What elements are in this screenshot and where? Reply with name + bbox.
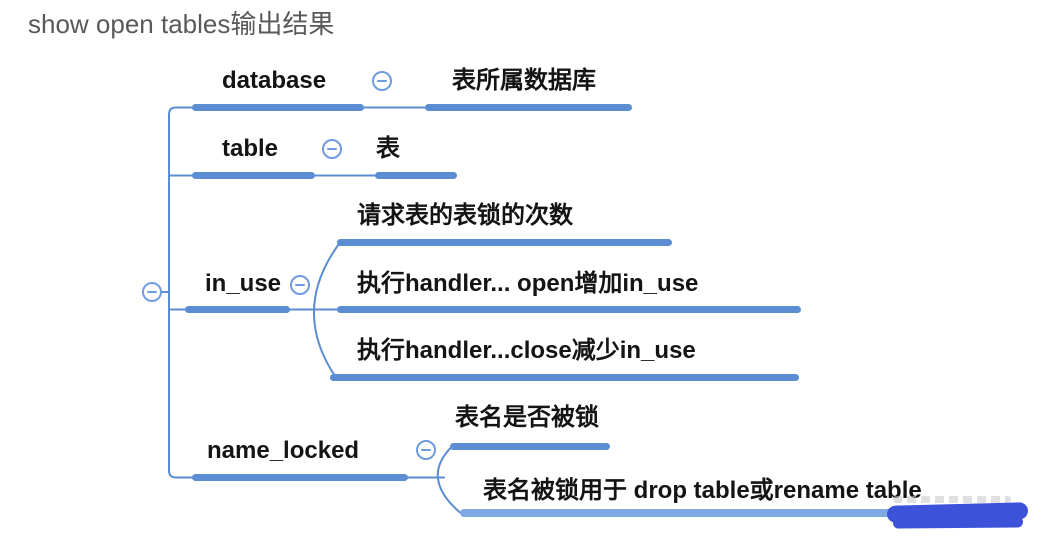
branch-line-database-child — [425, 104, 632, 111]
collapse-button-root[interactable] — [142, 282, 162, 302]
branch-line-database — [192, 104, 364, 111]
branch-line-name-locked-child-2 — [460, 509, 900, 517]
branch-line-in-use — [185, 306, 290, 313]
topic-in-use-child-3[interactable]: 执行handler...close减少in_use — [357, 337, 696, 364]
branch-line-in-use-child-3 — [330, 374, 799, 381]
branch-line-name-locked-child-1 — [450, 443, 610, 450]
topic-name-locked[interactable]: name_locked — [207, 437, 360, 464]
collapse-button-table[interactable] — [322, 139, 342, 159]
topic-database-child[interactable]: 表所属数据库 — [452, 67, 596, 94]
topic-in-use-child-2[interactable]: 执行handler... open增加in_use — [357, 270, 699, 297]
collapse-button-in-use[interactable] — [290, 275, 310, 295]
topic-table-child[interactable]: 表 — [376, 135, 400, 162]
minus-icon — [421, 449, 431, 451]
topic-in-use[interactable]: in_use — [205, 270, 282, 297]
minus-icon — [147, 291, 157, 293]
page-title: show open tables输出结果 — [28, 9, 335, 39]
minus-icon — [327, 148, 337, 150]
branch-line-table — [192, 172, 315, 179]
ink-scribble — [892, 516, 1024, 529]
branch-line-in-use-child-1 — [337, 239, 672, 246]
branch-line-name-locked — [192, 474, 408, 481]
collapse-button-database[interactable] — [372, 71, 392, 91]
minus-icon — [295, 284, 305, 286]
topic-name-locked-child-2[interactable]: 表名被锁用于 drop table或rename table — [483, 477, 922, 504]
branch-line-in-use-child-2 — [337, 306, 801, 313]
topic-table[interactable]: table — [222, 135, 279, 162]
topic-in-use-child-1[interactable]: 请求表的表锁的次数 — [357, 202, 573, 229]
branch-line-table-child — [375, 172, 457, 179]
watermark-smudge — [893, 496, 1011, 503]
topic-name-locked-child-1[interactable]: 表名是否被锁 — [455, 404, 599, 431]
minus-icon — [377, 80, 387, 82]
collapse-button-name-locked[interactable] — [416, 440, 436, 460]
topic-database[interactable]: database — [222, 67, 327, 94]
